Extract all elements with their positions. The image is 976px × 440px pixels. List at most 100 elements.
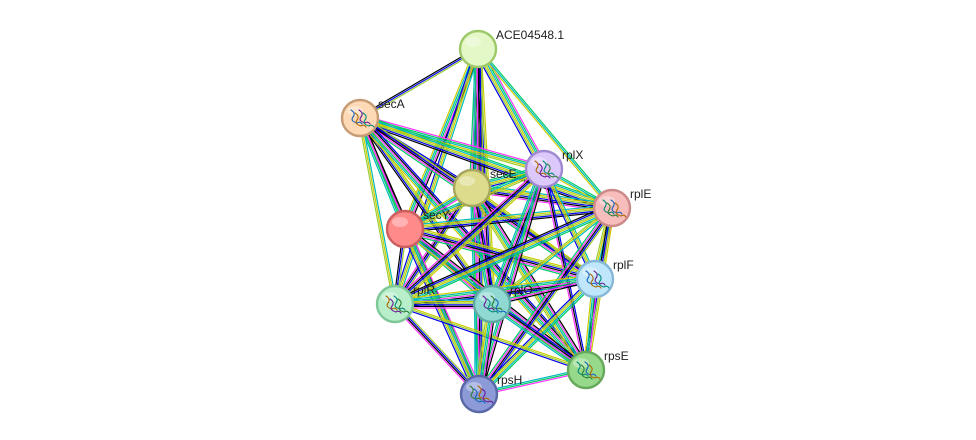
protein-structure-icon: [602, 199, 627, 218]
edge-evidence-line: [477, 206, 612, 394]
node-label: rplR: [413, 283, 435, 297]
node-highlight: [573, 358, 589, 368]
edge-secA-rplR[interactable]: [357, 117, 398, 305]
node-label: secE: [490, 167, 517, 181]
edge-evidence-line: [396, 49, 481, 306]
edge-secY-rplE[interactable]: [404, 204, 613, 233]
edge-rplX-rplR[interactable]: [392, 166, 547, 307]
edge-evidence-line: [404, 210, 613, 233]
node-label: rplF: [613, 258, 634, 272]
node-highlight: [347, 106, 363, 116]
edge-evidence-line: [394, 206, 613, 304]
edge-evidence-line: [405, 228, 481, 395]
edge-evidence-line: [393, 167, 544, 304]
node-rplE[interactable]: rplE: [592, 187, 651, 228]
protein-structure-icon: [576, 361, 601, 380]
edge-evidence-line: [492, 208, 614, 306]
edge-evidence-line: [477, 48, 613, 209]
edge-evidence-line: [479, 208, 614, 396]
edge-evidence-line: [393, 48, 478, 305]
edge-evidence-line: [476, 48, 544, 170]
edge-evidence-line: [392, 305, 478, 397]
node-circle[interactable]: [458, 29, 498, 69]
edge-evidence-line: [392, 47, 477, 304]
node-rplR[interactable]: rplR: [375, 283, 435, 324]
node-label: secA: [378, 97, 405, 111]
edge-evidence-line: [479, 168, 546, 395]
edge-rplR-rpsH[interactable]: [392, 301, 482, 397]
edge-evidence-line: [408, 226, 484, 393]
node-highlight: [466, 382, 482, 392]
edge-evidence-line: [403, 228, 479, 395]
edge-evidence-line: [478, 47, 614, 208]
node-rplX[interactable]: rplX: [524, 148, 583, 189]
edge-evidence-line: [471, 187, 493, 305]
node-label: secY: [423, 208, 450, 222]
edge-evidence-line: [492, 302, 588, 370]
edge-evidence-line: [396, 301, 482, 393]
edge-evidence-line: [404, 208, 613, 232]
edge-evidence-line: [392, 203, 611, 301]
edge-evidence-line: [394, 168, 545, 305]
protein-structure-icon: [350, 109, 375, 128]
node-highlight: [382, 292, 398, 302]
node-secY[interactable]: secY: [385, 208, 450, 249]
edge-evidence-line: [393, 205, 612, 303]
edge-evidence-line: [394, 208, 613, 306]
edge-evidence-line: [402, 229, 478, 396]
protein-structure-icon: [482, 295, 507, 314]
nodes-layer: ACE04548.1 secA rplX secE rplE secY rplF rplR rp…: [340, 28, 651, 414]
node-rpsE[interactable]: rpsE: [566, 349, 629, 390]
edge-evidence-line: [359, 48, 479, 119]
protein-structure-icon: [585, 270, 610, 289]
edge-evidence-line: [404, 207, 613, 230]
node-circle[interactable]: [385, 209, 425, 249]
node-highlight: [531, 157, 547, 167]
edge-evidence-line: [489, 167, 543, 304]
edge-evidence-line: [405, 226, 597, 278]
edge-ACE04548.1-rplR[interactable]: [392, 47, 481, 306]
node-highlight: [582, 267, 598, 277]
edge-evidence-line: [478, 207, 613, 395]
node-label: rpsH: [497, 373, 522, 387]
node-secE[interactable]: secE: [452, 167, 517, 208]
edge-rplE-rpsH[interactable]: [475, 205, 616, 397]
node-highlight: [479, 292, 495, 302]
node-secA[interactable]: secA: [340, 97, 405, 138]
edge-rplE-rplR[interactable]: [392, 203, 615, 309]
edge-evidence-line: [480, 169, 547, 396]
edge-evidence-line: [489, 306, 585, 374]
edge-evidence-line: [360, 116, 474, 188]
edge-evidence-line: [360, 113, 614, 205]
edge-evidence-line: [360, 114, 546, 167]
edge-evidence-line: [478, 48, 546, 170]
edge-secA-rplE[interactable]: [358, 113, 614, 213]
edge-ACE04548.1-rplE[interactable]: [476, 47, 614, 210]
edge-evidence-line: [395, 169, 546, 306]
edge-evidence-line: [404, 204, 613, 227]
edge-evidence-line: [360, 49, 480, 120]
edge-evidence-line: [406, 227, 482, 394]
edge-evidence-line: [543, 168, 587, 371]
edge-evidence-line: [490, 304, 586, 372]
edge-evidence-line: [478, 278, 596, 395]
node-highlight: [599, 196, 615, 206]
node-ACE04548.1[interactable]: ACE04548.1: [458, 28, 564, 69]
edge-evidence-line: [404, 205, 613, 229]
node-rplF[interactable]: rplF: [575, 258, 634, 299]
edge-evidence-line: [360, 117, 398, 305]
node-rplO[interactable]: rplO: [472, 283, 533, 324]
node-circle[interactable]: [452, 168, 492, 208]
edge-evidence-line: [393, 303, 480, 396]
node-label: rplE: [630, 187, 651, 201]
node-label: rpsE: [604, 349, 629, 363]
edge-evidence-line: [394, 303, 587, 371]
edge-secY-rpsH[interactable]: [400, 226, 484, 397]
edge-evidence-line: [395, 209, 614, 307]
edge-evidence-line: [394, 302, 481, 395]
edge-ACE04548.1-secA[interactable]: [358, 47, 480, 120]
node-highlight: [392, 217, 408, 227]
edge-evidence-line: [476, 49, 612, 210]
node-rpsH[interactable]: rpsH: [459, 373, 522, 414]
